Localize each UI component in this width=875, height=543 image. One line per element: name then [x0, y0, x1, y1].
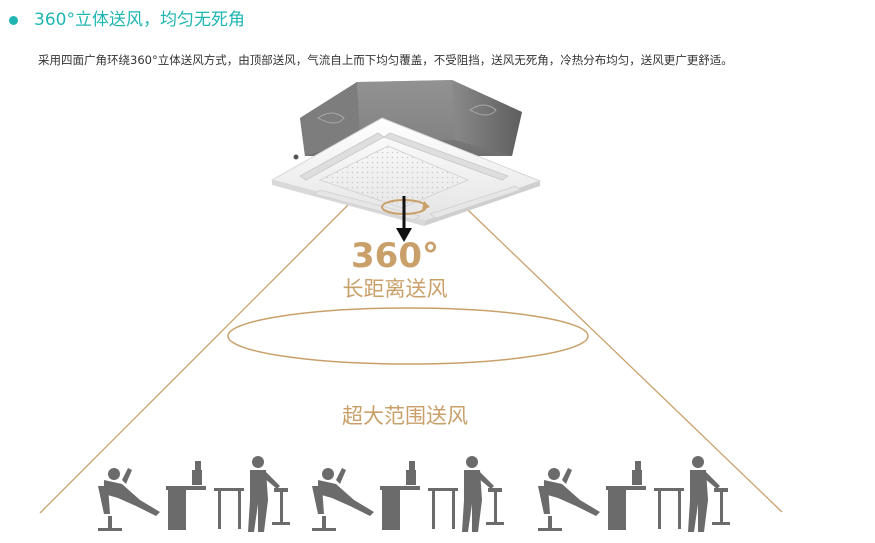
- page-title: 360°立体送风，均匀无死角: [34, 10, 245, 30]
- office-workers-group-1: [98, 456, 290, 532]
- cassette-ac-unit: [270, 80, 542, 226]
- airflow-ring: [227, 307, 589, 365]
- airflow-cone: [39, 185, 783, 514]
- bullet-icon: [9, 16, 18, 25]
- down-arrow-icon: [396, 196, 412, 242]
- office-workers-group-2: [312, 456, 504, 532]
- degree-label: 360°: [351, 236, 439, 276]
- description-text: 采用四面广角环绕360°立体送风方式，由顶部送风，气流自上而下均匀覆盖，不受阻挡…: [38, 53, 733, 67]
- long-distance-label: 长距离送风: [342, 277, 448, 301]
- office-workers-group-3: [538, 456, 730, 532]
- wide-range-label: 超大范围送风: [342, 404, 468, 428]
